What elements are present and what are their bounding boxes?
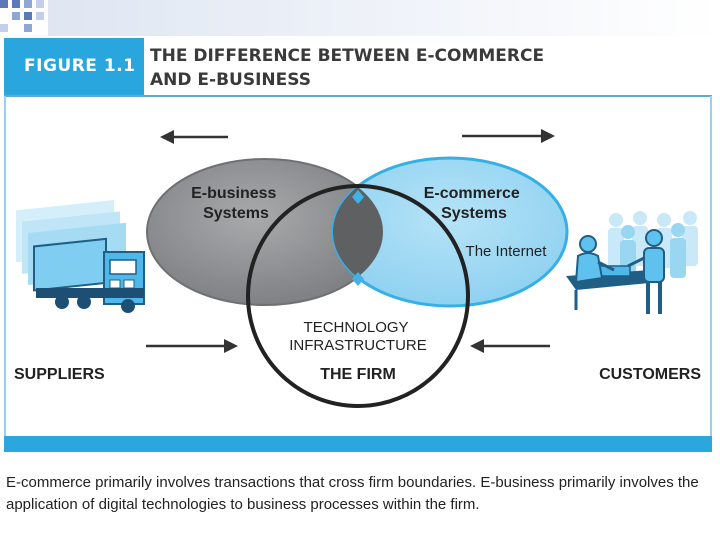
arrow-left-icon [160,130,228,144]
firm-circle [246,184,470,408]
infrastructure-label: TECHNOLOGY INFRASTRUCTURE [289,319,427,354]
caption-line: application of digital technologies to b… [6,496,480,513]
figure-frame [4,96,712,452]
customers-people-icon [566,211,698,314]
arrow-right-icon [146,339,238,353]
figure-title-line: AND E-BUSINESS [150,70,311,90]
figure-label: FIGURE 1.1 [4,38,144,95]
decorative-squares [0,0,720,36]
caption-line: E-commerce primarily involves transactio… [6,474,699,491]
arrow-left-icon [470,339,550,353]
ecommerce-label: E-commerce Systems [424,185,525,222]
figure-caption: E-commerce primarily involves transactio… [6,472,706,516]
figure-bottom-bar [4,436,712,452]
figure-title-line: THE DIFFERENCE BETWEEN E-COMMERCE [150,46,545,66]
firm-label: THE FIRM [320,366,396,383]
figure-header: FIGURE 1.1 THE DIFFERENCE BETWEEN E-COMM… [4,38,712,97]
suppliers-label: SUPPLIERS [14,366,105,383]
truck-icon [16,200,145,313]
figure-title: THE DIFFERENCE BETWEEN E-COMMERCE AND E-… [150,44,710,92]
internet-label: The Internet [466,243,548,260]
ebusiness-label: E-business Systems [191,185,281,222]
overlap-lens [333,159,383,305]
arrow-right-icon [462,129,555,143]
customers-label: CUSTOMERS [599,366,701,383]
